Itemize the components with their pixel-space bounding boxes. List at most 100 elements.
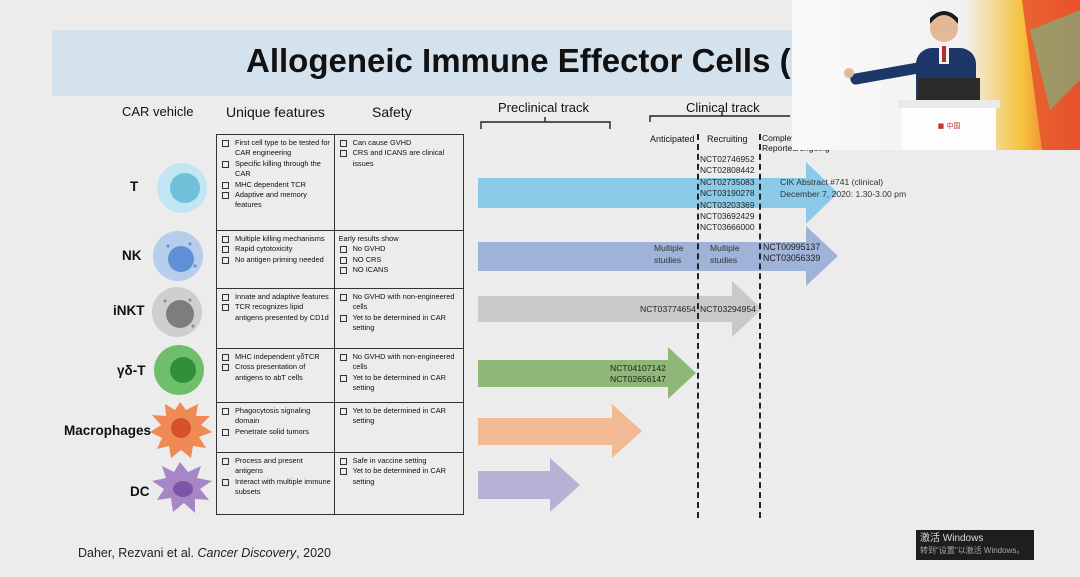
header-completed-line1: Complet [762,133,794,143]
t-cell-icon [157,163,207,213]
trial-id: NCT03056339 [763,253,821,264]
trial-id: NCT02746952 [700,154,755,164]
header-clinical-track: Clinical track [686,100,760,115]
features-safety-table: First cell type to be tested for CAR eng… [216,134,465,515]
feature-item: Rapid cytotoxicity [235,244,293,254]
table-row-gamma-delta-t: MHC independent γδTCR Cross presentation… [216,348,465,403]
features-cell: Phagocytosis signaling domain Penetrate … [216,402,335,453]
safety-item: No GVHD with non-engineered cells [352,352,455,372]
citation-journal: Cancer Discovery [197,546,297,560]
table-row-nk: Multiple killing mechanisms Rapid cytoto… [216,230,465,289]
nk-completed-trials: NCT00995137 NCT03056339 [763,242,820,265]
safety-item: Yet to be determined in CAR setting [352,406,446,426]
cell-name-inkt: iNKT [113,303,145,318]
podium [902,104,996,150]
nk-anticipated: Multiple studies [654,242,684,266]
arrow-macrophages [478,404,642,458]
header-car-vehicle: CAR vehicle [122,104,194,119]
safety-item: NO ICANS [352,265,389,275]
speaker-head [930,14,958,42]
arrow-t [478,162,838,224]
annotation-line: Multiple [710,243,740,253]
table-row-dc: Process and present antigens Interact wi… [216,452,465,515]
safety-item: Yet to be determined in CAR setting [352,312,446,333]
header-preclinical-track: Preclinical track [498,100,590,115]
header-anticipated: Anticipated [650,134,695,144]
windows-activation-watermark: 激活 Windows 转到"设置"以激活 Windows。 [916,530,1034,560]
citation-authors: Daher, Rezvani et al. [78,546,195,560]
feature-item: Multiple killing mechanisms [235,234,325,243]
podium-logo: ■ 中国 [938,121,961,130]
feature-item: Innate and adaptive features [235,292,329,301]
slide-title: Allogeneic Immune Effector Cells (IEC [246,42,846,79]
trial-id: NCT03190278 [700,188,755,199]
cell-name-gamma-delta-t: γδ-T [117,363,146,378]
features-cell: Multiple killing mechanisms Rapid cytoto… [216,230,335,289]
t-annotation: CIK Abstract #741 (clinical) December 7,… [780,176,906,200]
safety-item: No GVHD with non-engineered cells [352,292,455,312]
safety-note: Early results show [338,234,399,243]
speaker-video-overlay: ■ 中国 [792,0,1080,150]
safety-item: NO CRS [352,254,382,264]
safety-cell: No GVHD with non-engineered cells Yet to… [333,348,465,403]
watermark-subtitle: 转到"设置"以激活 Windows。 [920,546,1025,555]
divider-recruiting-completed [759,134,761,518]
features-cell: Process and present antigens Interact wi… [216,452,335,515]
safety-item: CRS and ICANS are clinical issues [352,148,445,168]
trial-id: NCT03203369 [700,199,755,210]
safety-cell: Can cause GVHD CRS and ICANS are clinica… [333,134,465,231]
safety-cell: Early results show No GVHD NO CRS NO ICA… [333,230,465,289]
safety-cell: Yet to be determined in CAR setting [333,402,465,453]
cell-name-t: T [130,179,139,194]
annotation-line: studies [710,255,738,265]
features-cell: Innate and adaptive features TCR recogni… [216,288,335,349]
safety-cell: No GVHD with non-engineered cells Yet to… [333,288,465,349]
feature-item: No antigen priming needed [235,254,324,264]
annotation-line: Multiple [654,243,684,253]
feature-item: Penetrate solid tumors [235,426,309,436]
divider-anticipated-recruiting [697,134,699,518]
feature-item: Phagocytosis signaling domain [235,406,311,426]
annotation-line: CIK Abstract #741 (clinical) [780,177,884,187]
table-row-inkt: Innate and adaptive features TCR recogni… [216,288,465,349]
trial-id: NCT02735083 [700,176,755,187]
table-row-t: First cell type to be tested for CAR eng… [216,134,465,231]
table-row-macrophages: Phagocytosis signaling domain Penetrate … [216,402,465,453]
annotation-line: studies [654,255,682,265]
citation-year: , 2020 [296,546,331,560]
trial-id: NCT04107142 [610,363,666,373]
feature-item: MHC dependent TCR [235,179,306,189]
dendritic-cell-icon [152,462,212,513]
trial-id: NCT03692429 [700,211,755,222]
trial-id: NCT00995137 [763,242,821,252]
features-cell: MHC independent γδTCR Cross presentation… [216,348,335,403]
arrow-inkt [478,281,762,337]
preclinical-bracket [480,121,611,129]
feature-item: Interact with multiple immune subsets [235,476,331,497]
inkt-recruiting-trial: NCT03294954 [700,304,756,314]
trial-id: NCT02656147 [610,374,666,385]
arrow-dc [478,458,580,512]
trial-id: NCT02808442 [700,165,755,176]
nk-cell-icon [153,231,203,281]
citation: Daher, Rezvani et al. Cancer Discovery, … [78,546,331,560]
safety-item: Yet to be determined in CAR setting [352,372,446,393]
safety-item: Yet to be determined in CAR setting [352,466,446,486]
cell-name-macrophages: Macrophages [64,423,152,438]
nk-recruiting: Multiple studies [710,242,740,266]
safety-item: Safe in vaccine setting [352,456,427,465]
header-safety: Safety [372,104,412,120]
header-recruiting: Recruiting [707,134,748,144]
gamma-delta-t-anticipated-trials: NCT04107142 NCT02656147 [610,363,666,386]
feature-item: TCR recognizes lipid antigens presented … [235,302,329,322]
macrophage-icon [150,402,212,458]
feature-item: Adaptive and memory features [235,190,307,210]
t-recruiting-trials: NCT02746952 NCT02808442 NCT02735083 NCT0… [700,154,754,234]
safety-cell: Safe in vaccine setting Yet to be determ… [333,452,465,515]
inkt-cell-icon [152,287,202,337]
inkt-anticipated-trial: NCT03774654 [640,304,696,314]
trial-id: NCT03666000 [700,222,755,233]
features-cell: First cell type to be tested for CAR eng… [216,134,335,231]
